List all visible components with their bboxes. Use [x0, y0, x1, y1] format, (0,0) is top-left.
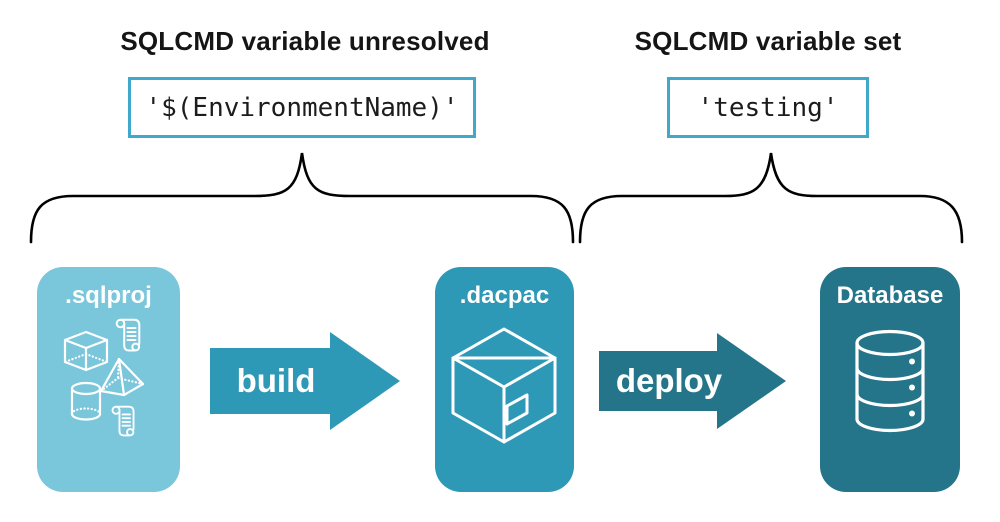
right-curly-brace-icon	[577, 146, 965, 251]
card-dacpac: .dacpac	[435, 267, 574, 492]
heading-sqlcmd-unresolved: SQLCMD variable unresolved	[120, 26, 490, 56]
deploy-arrow-label: deploy	[615, 362, 723, 399]
code-set-text: 'testing'	[697, 92, 839, 123]
heading-sqlcmd-set: SQLCMD variable set	[634, 26, 902, 56]
code-box-set: 'testing'	[667, 77, 869, 138]
card-database: Database	[820, 267, 960, 492]
build-arrow-label: build	[236, 362, 316, 399]
pyramid-icon	[99, 357, 145, 397]
package-box-icon	[449, 325, 559, 445]
code-unresolved-text: '$(EnvironmentName)'	[145, 92, 459, 123]
card-sqlproj: .sqlproj	[37, 267, 180, 492]
dacpac-label: .dacpac	[459, 282, 550, 309]
left-curly-brace-icon	[28, 146, 576, 251]
build-arrow: build	[210, 332, 400, 430]
database-label: Database	[836, 282, 944, 309]
scroll-icon	[109, 404, 137, 438]
deploy-arrow: deploy	[599, 333, 786, 429]
scroll-icon	[113, 317, 143, 353]
sqlproj-label: .sqlproj	[65, 282, 152, 309]
code-box-unresolved: '$(EnvironmentName)'	[128, 77, 476, 138]
cube-icon	[61, 329, 111, 377]
cylinder-icon	[69, 381, 103, 421]
database-cylinder-icon	[851, 328, 929, 434]
